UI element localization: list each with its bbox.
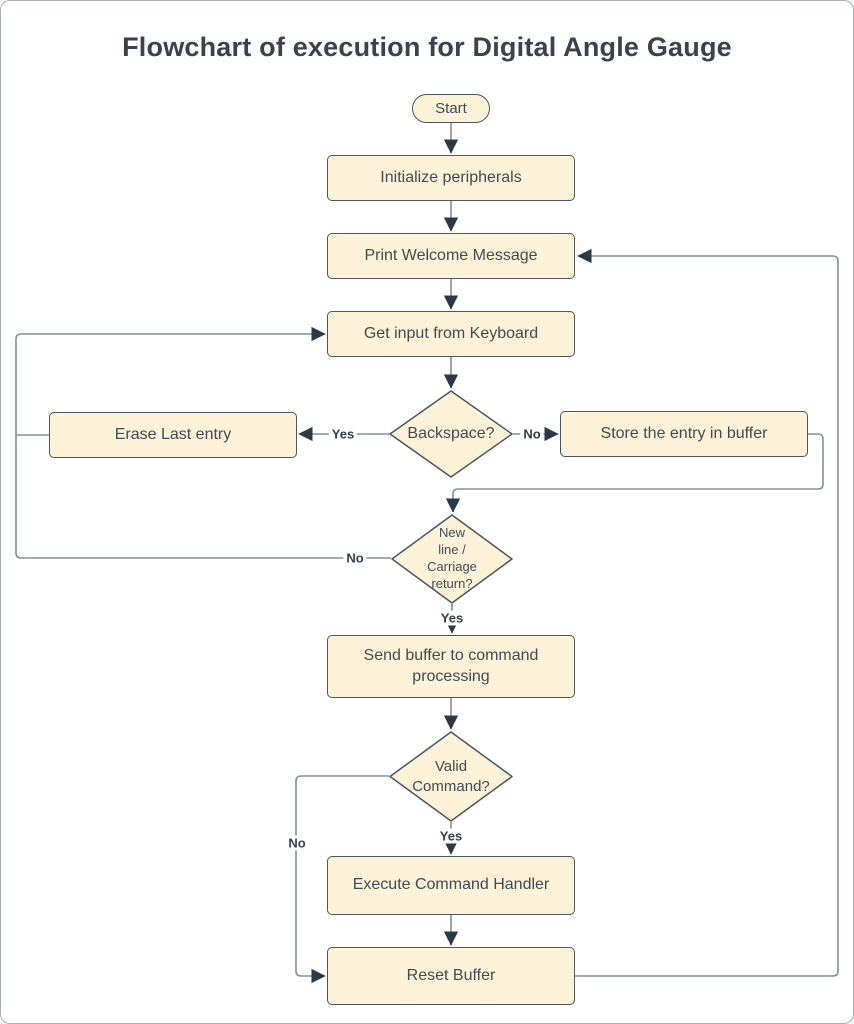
node-initialize-peripherals: Initialize peripherals — [327, 155, 575, 201]
node-start: Start — [412, 94, 490, 123]
node-erase-last-entry-label: Erase Last entry — [114, 425, 232, 443]
node-send-buffer-label: Send buffer to command processing — [363, 646, 539, 685]
node-get-input-from-keyboard-label: Get input from Keyboard — [363, 324, 539, 342]
edge-label-backspace-yes: Yes — [328, 426, 358, 442]
node-send-buffer-to-command-processing: Send buffer to command processing — [327, 635, 575, 698]
edge-reset-to-welcome — [575, 248, 839, 977]
diamond-shape — [389, 390, 513, 478]
edge-label-valid-no: No — [285, 835, 309, 851]
node-newline-label: New line / Carriage return? — [427, 525, 477, 591]
node-store-entry-in-buffer-label: Store the entry in buffer — [600, 424, 768, 442]
edge-label-backspace-no: No — [520, 426, 544, 442]
node-print-welcome-message: Print Welcome Message — [327, 233, 575, 279]
node-backspace-decision: Backspace? — [389, 390, 513, 478]
node-erase-last-entry: Erase Last entry — [49, 412, 297, 458]
node-reset-buffer-label: Reset Buffer — [406, 966, 496, 984]
edge-label-newline-yes: Yes — [437, 610, 467, 626]
node-newline-decision: New line / Carriage return? — [391, 514, 513, 604]
node-backspace-label: Backspace? — [407, 424, 495, 442]
edge-label-valid-yes: Yes — [436, 828, 466, 844]
node-print-welcome-message-label: Print Welcome Message — [364, 246, 538, 264]
node-get-input-from-keyboard: Get input from Keyboard — [327, 311, 575, 357]
node-execute-command-handler-label: Execute Command Handler — [352, 876, 550, 894]
node-reset-buffer: Reset Buffer — [327, 947, 575, 1005]
node-valid-command-label: Valid Command? — [412, 758, 490, 795]
diamond-shape — [391, 514, 513, 604]
node-initialize-peripherals-label: Initialize peripherals — [380, 168, 522, 186]
node-store-entry-in-buffer: Store the entry in buffer — [560, 411, 808, 457]
node-valid-command-decision: Valid Command? — [389, 731, 513, 822]
node-execute-command-handler: Execute Command Handler — [327, 856, 575, 915]
node-start-label: Start — [435, 99, 467, 117]
edge-label-newline-no: No — [343, 550, 367, 566]
page-title: Flowchart of execution for Digital Angle… — [122, 32, 732, 62]
diamond-shape — [389, 731, 513, 822]
